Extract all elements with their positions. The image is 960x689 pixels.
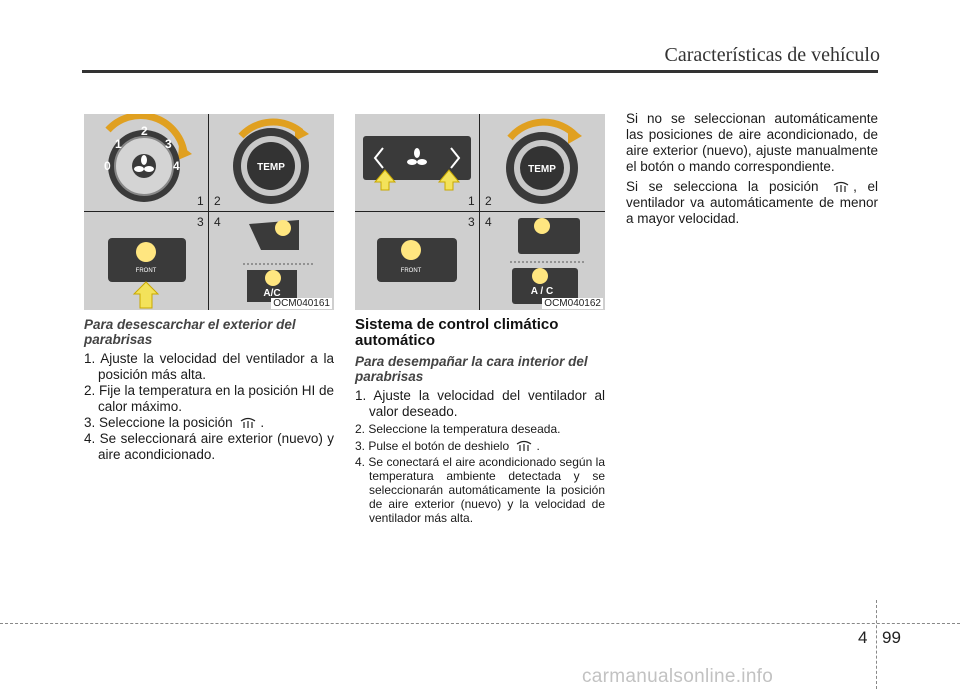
right-paragraph-1: Si no se seleccionan automáticamente las… xyxy=(626,111,878,174)
left-step-4: 4. Se seleccionará aire exterior (nuevo)… xyxy=(84,431,334,462)
fan-level-1: 1 xyxy=(115,137,122,151)
middle-column: Sistema de control climático automático … xyxy=(355,316,605,526)
page-header-title: Características de vehículo xyxy=(664,44,880,66)
footer-vertical-divider xyxy=(876,600,877,689)
figure-divider-vertical xyxy=(208,114,209,310)
figure-divider-vertical xyxy=(479,114,480,310)
fan-level-0: 0 xyxy=(104,159,111,173)
defrost-icon xyxy=(241,417,256,428)
figure-label-3: 3 xyxy=(197,215,204,229)
ac-button: A / C xyxy=(510,218,584,304)
fan-level-2: 2 xyxy=(141,124,148,138)
temp-label: TEMP xyxy=(528,164,556,175)
section-title: Sistema de control climático automático xyxy=(355,316,559,349)
figure-label-1: 1 xyxy=(468,194,475,208)
header-rule xyxy=(82,70,878,73)
left-column: Para desescarchar el exterior del parabr… xyxy=(84,317,334,463)
right-paragraph-2-end: , el ventilador va automáticamente de me… xyxy=(626,179,878,226)
figure-manual-climate: 1 2 3 4 0 1 2 3 4 TEMP FRONT xyxy=(84,114,334,310)
ac-label: A/C xyxy=(263,288,280,299)
fan-speed-knob: 0 1 2 3 4 xyxy=(104,114,192,202)
left-step-3-text: 3. Seleccione la posición xyxy=(84,415,233,430)
front-label: FRONT xyxy=(136,268,157,274)
watermark: carmanualsonline.info xyxy=(582,666,774,687)
figure-label-3: 3 xyxy=(468,215,475,229)
page-number: 99 xyxy=(882,628,901,647)
ac-label: A / C xyxy=(531,286,553,297)
middle-step-3: 3. Pulse el botón de deshielo . xyxy=(355,439,540,453)
fan-level-4: 4 xyxy=(173,159,180,173)
temperature-knob: TEMP xyxy=(506,118,582,204)
right-column: Si no se seleccionan automáticamente las… xyxy=(626,111,878,227)
footer-divider xyxy=(0,623,960,624)
figure-label-2: 2 xyxy=(214,194,221,208)
front-defrost-button: FRONT xyxy=(108,238,186,309)
left-step-1: 1. Ajuste la velocidad del ventilador a … xyxy=(84,351,334,382)
defrost-icon xyxy=(833,181,849,192)
figure-automatic-climate: 1 2 3 4 TEMP FRONT A / C OCM040162 xyxy=(355,114,605,310)
left-subtitle: Para desescarchar el exterior del parabr… xyxy=(84,317,296,347)
chapter-number: 4 xyxy=(858,628,868,647)
middle-step-2: 2. Seleccione la temperatura deseada. xyxy=(355,422,561,436)
figure-divider-horizontal xyxy=(355,211,605,212)
middle-step-3-text: 3. Pulse el botón de deshielo xyxy=(355,439,510,453)
left-step-2: 2. Fije la temperatura en la posición HI… xyxy=(84,383,334,414)
front-defrost-button: FRONT xyxy=(377,238,457,282)
middle-step-1: 1. Ajuste la velocidad del ventilador al… xyxy=(355,388,605,419)
fan-speed-buttons xyxy=(363,136,471,191)
ac-button: A/C xyxy=(243,220,313,302)
figure-code: OCM040162 xyxy=(542,298,603,309)
front-label: FRONT xyxy=(401,268,422,274)
right-paragraph-2: Si se selecciona la posición , el ventil… xyxy=(626,179,878,227)
fan-level-3: 3 xyxy=(165,137,172,151)
figure-label-4: 4 xyxy=(485,215,492,229)
figure-label-1: 1 xyxy=(197,194,204,208)
left-step-3: 3. Seleccione la posición . xyxy=(84,415,265,430)
defrost-icon xyxy=(517,440,532,451)
figure-label-2: 2 xyxy=(485,194,492,208)
middle-step-4: 4. Se conectará el aire acondicionado se… xyxy=(355,455,605,525)
figure-label-4: 4 xyxy=(214,215,221,229)
figure-divider-horizontal xyxy=(84,211,334,212)
right-paragraph-2-start: Si se selecciona la posición xyxy=(626,179,819,194)
temperature-knob: TEMP xyxy=(233,118,309,204)
figure-code: OCM040161 xyxy=(271,298,332,309)
middle-subtitle: Para desempañar la cara interior del par… xyxy=(355,354,588,384)
temp-label: TEMP xyxy=(257,162,285,173)
